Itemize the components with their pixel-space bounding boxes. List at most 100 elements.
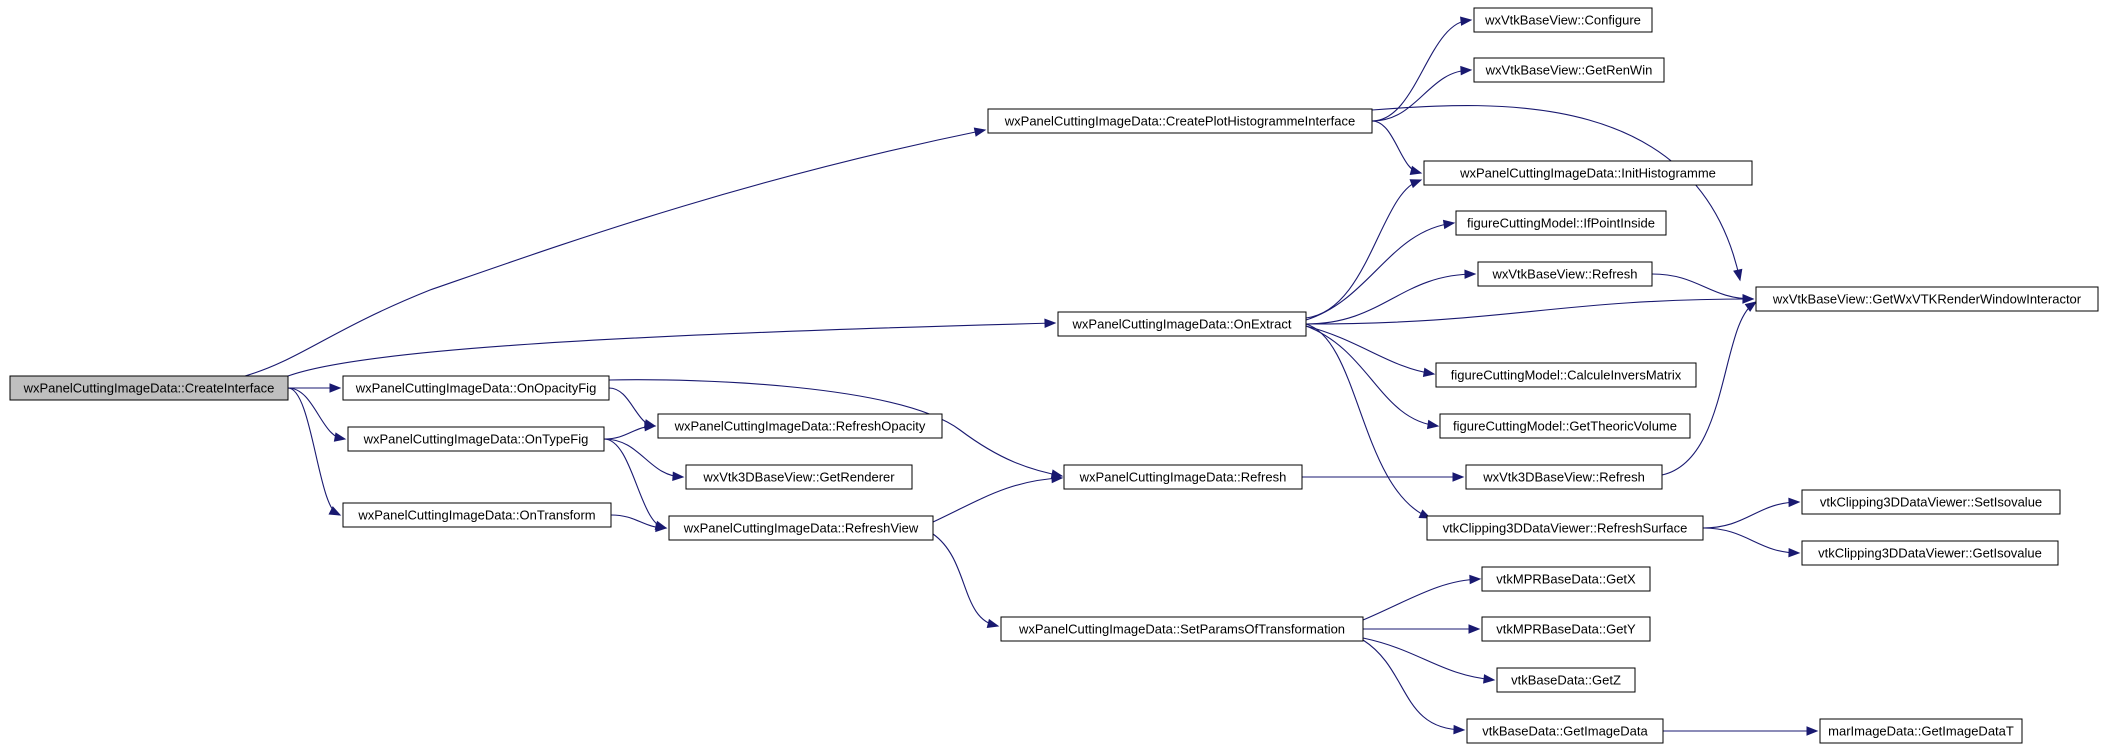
function-nodes: wxPanelCuttingImageData::CreateInterface… bbox=[9, 7, 2099, 744]
node-label: wxVtkBaseView::Refresh bbox=[1492, 267, 1638, 282]
node-label: wxVtkBaseView::Configure bbox=[1484, 13, 1641, 28]
arrowhead-icon bbox=[1733, 268, 1743, 282]
function-node[interactable]: vtkBaseData::GetZ bbox=[1496, 667, 1636, 693]
edge-n16-n14 bbox=[603, 421, 657, 440]
edge-line bbox=[1371, 120, 1422, 174]
function-node[interactable]: figureCuttingModel::GetTheoricVolume bbox=[1439, 413, 1691, 439]
edge-n19-n18 bbox=[610, 514, 668, 533]
node-label: figureCuttingModel::IfPointInside bbox=[1467, 216, 1655, 231]
edge-n1-n3 bbox=[1371, 65, 1473, 122]
function-node[interactable]: marImageData::GetImageDataT bbox=[1819, 718, 2023, 744]
function-node[interactable]: vtkClipping3DDataViewer::SetIsovalue bbox=[1801, 489, 2061, 515]
function-node[interactable]: wxPanelCuttingImageData::RefreshView bbox=[668, 515, 934, 541]
edge-n18-n20 bbox=[932, 533, 1000, 629]
node-label: vtkMPRBaseData::GetX bbox=[1496, 572, 1636, 587]
arrowhead-icon bbox=[1744, 301, 1758, 312]
function-node[interactable]: wxVtkBaseView::Configure bbox=[1473, 7, 1653, 33]
node-label: wxPanelCuttingImageData::Refresh bbox=[1079, 470, 1287, 485]
function-node[interactable]: vtkClipping3DDataViewer::GetIsovalue bbox=[1801, 540, 2059, 566]
function-node[interactable]: wxPanelCuttingImageData::OnExtract bbox=[1057, 311, 1307, 337]
edge-n6-n4 bbox=[1305, 179, 1423, 319]
node-box bbox=[1496, 667, 1636, 693]
function-node[interactable]: vtkMPRBaseData::GetY bbox=[1481, 616, 1651, 642]
function-node[interactable]: vtkBaseData::GetImageData bbox=[1466, 718, 1664, 744]
edge-line bbox=[1371, 104, 1741, 281]
node-label: vtkMPRBaseData::GetY bbox=[1496, 622, 1636, 637]
function-node[interactable]: wxPanelCuttingImageData::RefreshOpacity bbox=[657, 413, 943, 439]
node-box bbox=[1435, 362, 1697, 388]
edge-line bbox=[1371, 69, 1472, 122]
function-node[interactable]: wxPanelCuttingImageData::InitHistogramme bbox=[1423, 160, 1753, 186]
arrowhead-icon bbox=[1453, 724, 1466, 735]
function-node[interactable]: wxPanelCuttingImageData::CreatePlotHisto… bbox=[987, 108, 1373, 134]
edge-line bbox=[1362, 578, 1481, 621]
node-box bbox=[1473, 7, 1653, 33]
function-node[interactable]: vtkMPRBaseData::GetX bbox=[1481, 566, 1651, 592]
function-node[interactable]: vtkClipping3DDataViewer::RefreshSurface bbox=[1426, 515, 1704, 541]
edge-n6-n8 bbox=[1305, 269, 1477, 325]
arrowhead-icon bbox=[1483, 674, 1496, 684]
edge-line bbox=[608, 387, 656, 427]
edge-n15-n12 bbox=[1302, 472, 1465, 482]
node-label: wxVtk3DBaseView::GetRenderer bbox=[702, 470, 895, 485]
function-node[interactable]: wxPanelCuttingImageData::Refresh bbox=[1063, 464, 1303, 490]
arrowhead-icon bbox=[333, 432, 347, 442]
node-box bbox=[1465, 464, 1663, 490]
edge-line bbox=[1362, 637, 1495, 681]
function-node[interactable]: wxVtkBaseView::GetRenWin bbox=[1473, 57, 1665, 83]
edge-n6-n11 bbox=[1305, 323, 1432, 519]
call-edges bbox=[244, 16, 1819, 736]
node-box bbox=[1426, 515, 1704, 541]
node-box bbox=[1000, 616, 1364, 642]
node-box bbox=[1477, 261, 1653, 287]
function-node[interactable]: wxPanelCuttingImageData::OnTypeFig bbox=[347, 426, 605, 452]
arrowhead-icon bbox=[1788, 497, 1801, 508]
edge-n24-n25 bbox=[1662, 726, 1819, 736]
node-box bbox=[1481, 616, 1651, 642]
arrowhead-icon bbox=[973, 127, 987, 137]
node-label: wxVtkBaseView::GetWxVTKRenderWindowInter… bbox=[1772, 292, 2082, 307]
edge-n16-n17 bbox=[603, 438, 685, 482]
edge-line bbox=[608, 379, 1063, 477]
node-label: wxPanelCuttingImageData::OnTypeFig bbox=[363, 432, 589, 447]
function-node[interactable]: wxVtkBaseView::Refresh bbox=[1477, 261, 1653, 287]
node-box bbox=[347, 426, 605, 452]
node-box bbox=[1423, 160, 1753, 186]
node-box bbox=[1466, 718, 1664, 744]
node-label: vtkBaseData::GetZ bbox=[1511, 673, 1621, 688]
node-label: wxPanelCuttingImageData::CreatePlotHisto… bbox=[1004, 114, 1355, 129]
function-node[interactable]: wxVtk3DBaseView::GetRenderer bbox=[685, 464, 913, 490]
node-label: wxPanelCuttingImageData::CreateInterface bbox=[23, 381, 275, 396]
edge-line bbox=[1362, 639, 1465, 731]
edge-n1-n2 bbox=[1371, 16, 1473, 122]
node-box bbox=[668, 515, 934, 541]
node-box bbox=[1481, 566, 1651, 592]
node-box bbox=[1801, 540, 2059, 566]
function-node[interactable]: wxPanelCuttingImageData::SetParamsOfTran… bbox=[1000, 616, 1364, 642]
function-node[interactable]: wxVtkBaseView::GetWxVTKRenderWindowInter… bbox=[1755, 286, 2099, 312]
node-box bbox=[1455, 210, 1667, 236]
function-node[interactable]: wxPanelCuttingImageData::OnOpacityFig bbox=[342, 375, 610, 401]
node-box bbox=[1755, 286, 2099, 312]
node-label: wxPanelCuttingImageData::SetParamsOfTran… bbox=[1018, 622, 1345, 637]
arrowhead-icon bbox=[986, 618, 1000, 629]
node-box bbox=[1819, 718, 2023, 744]
edge-n0-n19 bbox=[287, 387, 342, 516]
node-box bbox=[1057, 311, 1307, 337]
edge-n20-n24 bbox=[1362, 639, 1466, 735]
arrowhead-icon bbox=[644, 421, 657, 432]
node-label: figureCuttingModel::CalculeInversMatrix bbox=[1451, 368, 1682, 383]
edge-n8-n5 bbox=[1651, 273, 1755, 304]
node-label: wxVtkBaseView::GetRenWin bbox=[1485, 63, 1653, 78]
function-node[interactable]: figureCuttingModel::IfPointInside bbox=[1455, 210, 1667, 236]
arrowhead-icon bbox=[1044, 318, 1057, 329]
function-node[interactable]: wxVtk3DBaseView::Refresh bbox=[1465, 464, 1663, 490]
arrowhead-icon bbox=[1742, 293, 1755, 304]
node-label: wxPanelCuttingImageData::OnTransform bbox=[357, 508, 595, 523]
node-label: vtkClipping3DDataViewer::GetIsovalue bbox=[1818, 546, 2042, 561]
function-node[interactable]: wxPanelCuttingImageData::OnTransform bbox=[342, 502, 612, 528]
function-node[interactable]: figureCuttingModel::CalculeInversMatrix bbox=[1435, 362, 1697, 388]
edge-n16-n18 bbox=[603, 438, 668, 530]
root-function-node[interactable]: wxPanelCuttingImageData::CreateInterface bbox=[9, 375, 289, 401]
node-label: vtkClipping3DDataViewer::RefreshSurface bbox=[1443, 521, 1688, 536]
